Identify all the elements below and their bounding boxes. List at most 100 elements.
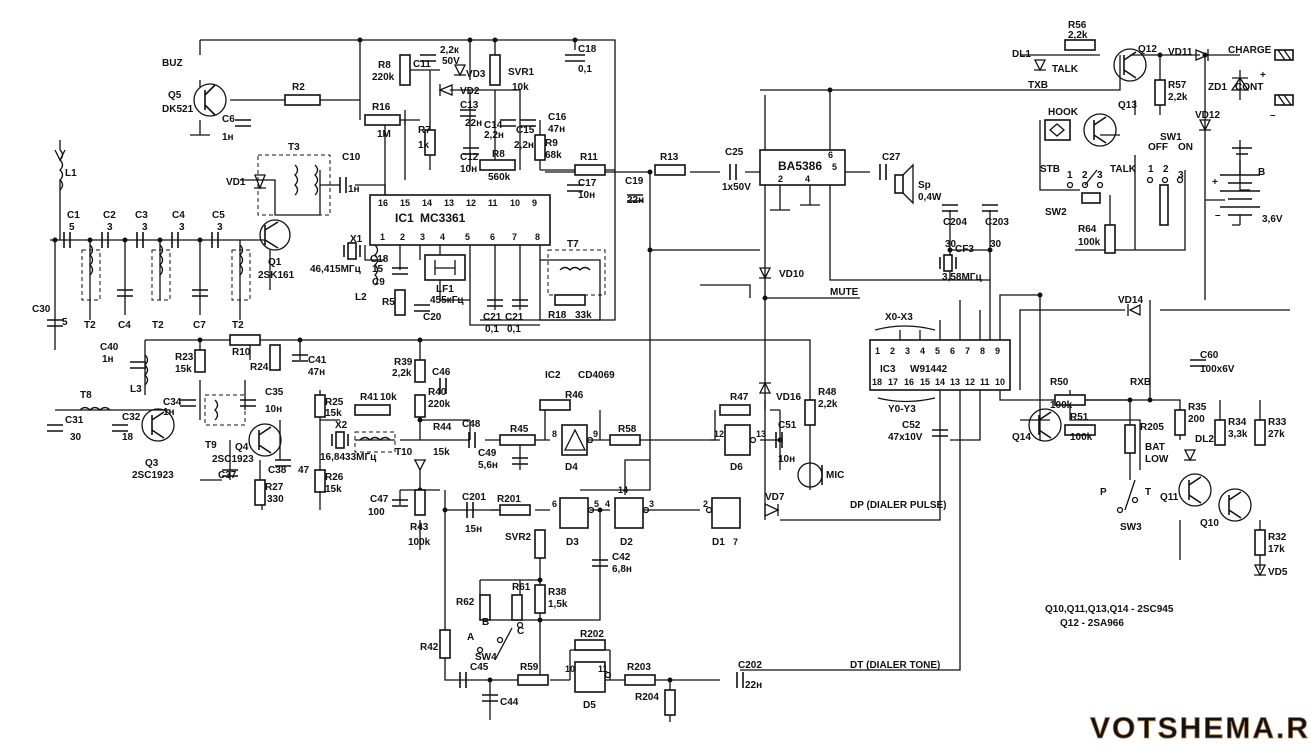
svg-text:VD11: VD11 — [1168, 47, 1193, 58]
svg-text:3: 3 — [179, 222, 185, 233]
svg-text:R27: R27 — [265, 482, 284, 493]
svg-text:VD10: VD10 — [779, 269, 804, 280]
svg-text:C34: C34 — [163, 397, 182, 408]
svg-text:47: 47 — [298, 465, 310, 476]
svg-text:C40: C40 — [100, 342, 119, 353]
svg-text:C9: C9 — [372, 277, 385, 288]
svg-text:R46: R46 — [565, 390, 584, 401]
svg-text:Q5: Q5 — [168, 90, 182, 101]
svg-text:R11: R11 — [580, 152, 598, 163]
svg-text:DP (DIALER PULSE): DP (DIALER PULSE) — [850, 500, 947, 511]
svg-text:C30: C30 — [32, 304, 51, 315]
svg-text:R56: R56 — [1068, 20, 1087, 31]
svg-text:1k: 1k — [418, 140, 430, 151]
svg-text:Q12 - 2SA966: Q12 - 2SA966 — [1060, 618, 1124, 629]
svg-text:C45: C45 — [470, 662, 489, 673]
svg-text:C19: C19 — [625, 176, 644, 187]
svg-text:A: A — [467, 632, 474, 643]
svg-text:R38: R38 — [548, 587, 567, 598]
svg-text:CHARGE: CHARGE — [1228, 45, 1272, 56]
svg-text:SW3: SW3 — [1120, 522, 1142, 533]
svg-text:C204: C204 — [943, 217, 967, 228]
watermark: VOTSHEMA.RU — [1090, 712, 1310, 745]
svg-text:C14: C14 — [484, 120, 503, 131]
svg-text:R59: R59 — [520, 662, 539, 673]
svg-text:22н: 22н — [745, 680, 762, 691]
svg-text:VD2: VD2 — [460, 86, 480, 97]
svg-text:Q1: Q1 — [268, 257, 282, 268]
diodes — [254, 49, 1267, 577]
svg-text:R44: R44 — [433, 422, 452, 433]
svg-text:0,1: 0,1 — [485, 324, 499, 335]
svg-text:1н: 1н — [348, 184, 360, 195]
svg-text:T2: T2 — [84, 320, 96, 331]
svg-text:B: B — [1258, 167, 1265, 178]
svg-text:6: 6 — [552, 499, 557, 509]
svg-text:C48: C48 — [462, 419, 481, 430]
svg-text:15: 15 — [372, 264, 384, 275]
svg-text:5: 5 — [69, 222, 75, 233]
svg-text:10k: 10k — [512, 82, 529, 93]
svg-text:ON: ON — [1178, 142, 1193, 153]
svg-text:3: 3 — [905, 346, 910, 356]
svg-text:100k: 100k — [408, 537, 431, 548]
svg-text:D5: D5 — [583, 700, 596, 711]
svg-text:C16: C16 — [548, 112, 567, 123]
svg-text:C11: C11 — [413, 59, 431, 70]
svg-text:C4: C4 — [118, 320, 131, 331]
svg-text:3: 3 — [1178, 170, 1184, 181]
svg-text:TXB: TXB — [1028, 80, 1048, 91]
battery — [1220, 160, 1260, 225]
svg-text:SW4: SW4 — [475, 652, 497, 663]
svg-text:3: 3 — [217, 222, 223, 233]
svg-text:C10: C10 — [342, 152, 361, 163]
svg-text:100х6V: 100х6V — [1200, 364, 1235, 375]
svg-text:C1: C1 — [67, 210, 80, 221]
svg-text:10н: 10н — [460, 164, 477, 175]
svg-text:VD16: VD16 — [776, 392, 801, 403]
svg-text:100: 100 — [368, 507, 385, 518]
svg-text:–: – — [1270, 110, 1276, 121]
svg-text:+: + — [1260, 70, 1266, 81]
svg-text:SVR2: SVR2 — [505, 532, 532, 543]
svg-text:D4: D4 — [565, 462, 578, 473]
svg-text:LOW: LOW — [1145, 454, 1169, 465]
svg-text:15k: 15k — [325, 408, 342, 419]
svg-text:D1: D1 — [712, 537, 725, 548]
svg-text:330: 330 — [267, 494, 284, 505]
svg-text:T: T — [1145, 487, 1151, 498]
svg-text:C25: C25 — [725, 147, 744, 158]
svg-text:C32: C32 — [122, 412, 141, 423]
svg-text:2,2k: 2,2k — [1168, 92, 1188, 103]
transistors — [141, 48, 1252, 522]
svg-text:11: 11 — [488, 198, 498, 208]
svg-text:X0-X3: X0-X3 — [885, 312, 913, 323]
svg-text:T2: T2 — [232, 320, 244, 331]
svg-text:5: 5 — [594, 499, 599, 509]
amp-ba5386: BA5386 2 4 5 6 — [759, 149, 846, 211]
svg-text:R50: R50 — [1050, 377, 1069, 388]
svg-text:2SC1923: 2SC1923 — [212, 454, 254, 465]
svg-text:C49: C49 — [478, 448, 497, 459]
svg-text:R203: R203 — [627, 662, 651, 673]
svg-text:5: 5 — [935, 346, 940, 356]
svg-text:220k: 220k — [372, 72, 395, 83]
svg-text:2,2к: 2,2к — [440, 45, 460, 56]
svg-text:30: 30 — [70, 432, 82, 443]
svg-text:R34: R34 — [1228, 417, 1247, 428]
svg-text:D6: D6 — [730, 462, 743, 473]
svg-text:ZD1: ZD1 — [1208, 82, 1227, 93]
svg-text:R41: R41 — [360, 392, 379, 403]
svg-text:Y0-Y3: Y0-Y3 — [888, 404, 916, 415]
svg-text:9: 9 — [593, 429, 598, 439]
svg-text:10: 10 — [995, 377, 1005, 387]
svg-text:OFF: OFF — [1148, 142, 1168, 153]
svg-text:4: 4 — [605, 499, 610, 509]
svg-text:8: 8 — [535, 232, 540, 242]
svg-text:8: 8 — [980, 346, 985, 356]
svg-text:5: 5 — [62, 317, 68, 328]
svg-text:13: 13 — [756, 429, 766, 439]
